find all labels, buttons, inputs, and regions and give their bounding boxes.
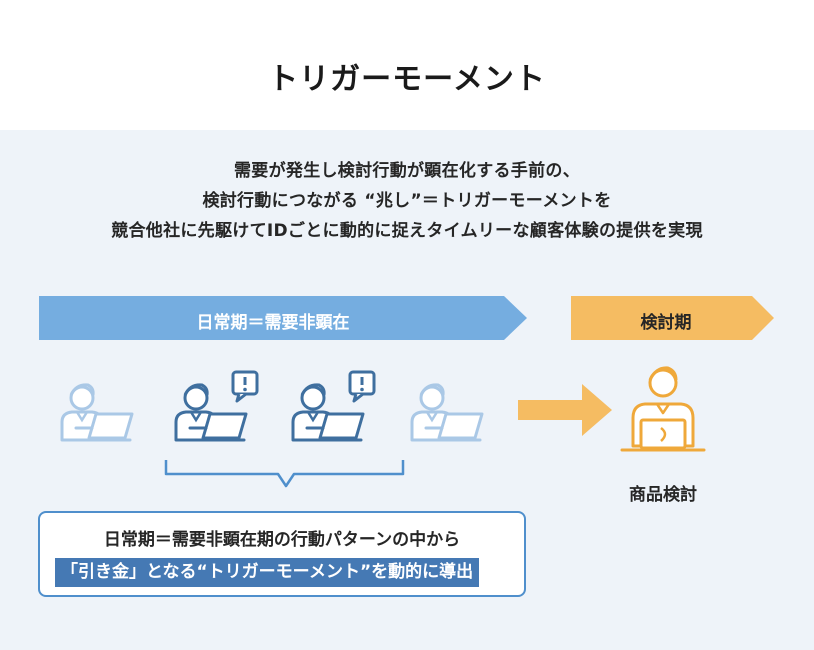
- person-laptop-icon: [410, 383, 484, 442]
- trigger-moment-box: 日常期＝需要非顕在期の行動パターンの中から 「引き金」となる“トリガーモーメント…: [38, 511, 526, 597]
- box-line-2-highlight: 「引き金」となる“トリガーモーメント”を動的に導出: [55, 558, 480, 587]
- normal-phase-arrow: [39, 296, 527, 340]
- arrow-right-icon: [518, 384, 612, 436]
- person-laptop-icon: [60, 383, 134, 442]
- consider-phase-arrow: [571, 296, 774, 340]
- normal-phase-label: 日常期＝需要非顕在: [196, 313, 350, 333]
- consider-phase-label: 検討期: [640, 313, 692, 333]
- page-title: トリガーモーメント: [268, 62, 546, 97]
- person-considering-icon: [620, 366, 706, 452]
- intro-line-2: 検討行動につながる “兆し”＝トリガーモーメントを: [202, 191, 612, 211]
- consider-caption: 商品検討: [629, 485, 697, 505]
- bracket-icon: [164, 460, 405, 488]
- box-line-1: 日常期＝需要非顕在期の行動パターンの中から: [103, 530, 461, 550]
- exclamation-bubble-icon: [231, 370, 259, 403]
- intro-line-3: 競合他社に先駆けてIDごとに動的に捉えタイムリーな顧客体験の提供を実現: [111, 221, 703, 241]
- exclamation-bubble-icon: [348, 370, 376, 403]
- intro-line-1: 需要が発生し検討行動が顕在化する手前の、: [234, 161, 580, 181]
